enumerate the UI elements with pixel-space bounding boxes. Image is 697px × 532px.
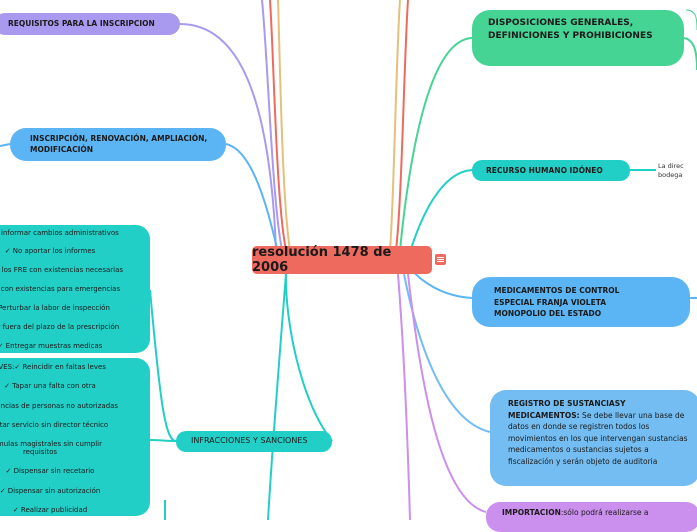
menu-icon[interactable] xyxy=(435,254,446,265)
list-item: ✓ No informar cambios administrativos xyxy=(0,229,119,237)
node-recurso-label: RECURSO HUMANO IDÓNEO xyxy=(486,166,603,175)
node-inscripcion-label: INSCRIPCIÓN, RENOVACIÓN, AMPLIACIÓN, MOD… xyxy=(30,134,208,154)
node-registro-body: Se debe llevar una base de datos en dond… xyxy=(508,410,688,466)
central-topic[interactable]: resolución 1478 de 2006 xyxy=(252,245,432,275)
list-item: ✓ Perturbar la labor de inspección xyxy=(0,304,110,312)
central-topic-label: resolución 1478 de 2006 xyxy=(252,245,392,275)
list-item: contar los FRE con existencias necesaria… xyxy=(0,266,124,274)
node-infracciones[interactable]: INFRACCIONES Y SANCIONES xyxy=(176,431,332,452)
list-item: ✓ No aportar los informes xyxy=(4,247,96,255)
list-item: AVES:✓ Reincidir en faltas leves xyxy=(0,363,106,371)
list-item: ✓ Tapar una falta con otra xyxy=(4,382,96,390)
list-item: sustancias de personas no autorizadas xyxy=(0,402,119,410)
node-importacion[interactable]: IMPORTACION:sólo podrá realizarse a xyxy=(486,502,697,532)
recurso-note: La direc bodega xyxy=(658,162,684,179)
list-item: ✓ Entregar muestras medicas xyxy=(0,342,103,350)
node-medicamentos-label: MEDICAMENTOS DE CONTROL ESPECIAL FRANJA … xyxy=(494,286,620,318)
node-disposiciones[interactable]: DISPOSICIONES GENERALES, DEFINICIONES Y … xyxy=(472,10,684,66)
list-item: ensar fuera del plazo de la prescripción xyxy=(0,323,120,331)
node-importacion-body: :sólo podrá realizarse a xyxy=(560,508,649,517)
list-item: ar formulas magistrales sin cumplir requ… xyxy=(0,440,102,456)
node-registro-title: REGISTRO DE SUSTANCIASY MEDICAMENTOS: xyxy=(508,399,626,420)
node-infracciones-label: INFRACCIONES Y SANCIONES xyxy=(191,436,308,445)
node-importacion-title: IMPORTACION xyxy=(502,508,561,517)
list-item: ✓ Realizar publicidad xyxy=(12,506,88,514)
node-recurso[interactable]: RECURSO HUMANO IDÓNEO xyxy=(472,160,630,181)
node-inscripcion[interactable]: INSCRIPCIÓN, RENOVACIÓN, AMPLIACIÓN, MOD… xyxy=(10,128,226,161)
list-item: ✓ Dispensar sin recetario xyxy=(5,467,95,475)
node-registro[interactable]: REGISTRO DE SUSTANCIASY MEDICAMENTOS: Se… xyxy=(490,390,697,486)
node-disposiciones-label: DISPOSICIONES GENERALES, DEFINICIONES Y … xyxy=(488,18,653,41)
node-requisitos-label: REQUISITOS PARA LA INSCRIPCION xyxy=(8,19,155,28)
node-requisitos[interactable]: REQUISITOS PARA LA INSCRIPCION xyxy=(0,13,180,35)
node-infracciones-leves[interactable]: ✓ No informar cambios administrativos ✓ … xyxy=(0,225,150,353)
node-infracciones-graves[interactable]: AVES:✓ Reincidir en faltas leves ✓ Tapar… xyxy=(0,358,150,516)
node-medicamentos[interactable]: MEDICAMENTOS DE CONTROL ESPECIAL FRANJA … xyxy=(472,277,690,327)
list-item: estar servicio sin director técnico xyxy=(0,421,109,429)
list-item: ✓ Dispensar sin autorización xyxy=(0,487,101,495)
list-item: ontar con existencias para emergencias xyxy=(0,285,121,293)
